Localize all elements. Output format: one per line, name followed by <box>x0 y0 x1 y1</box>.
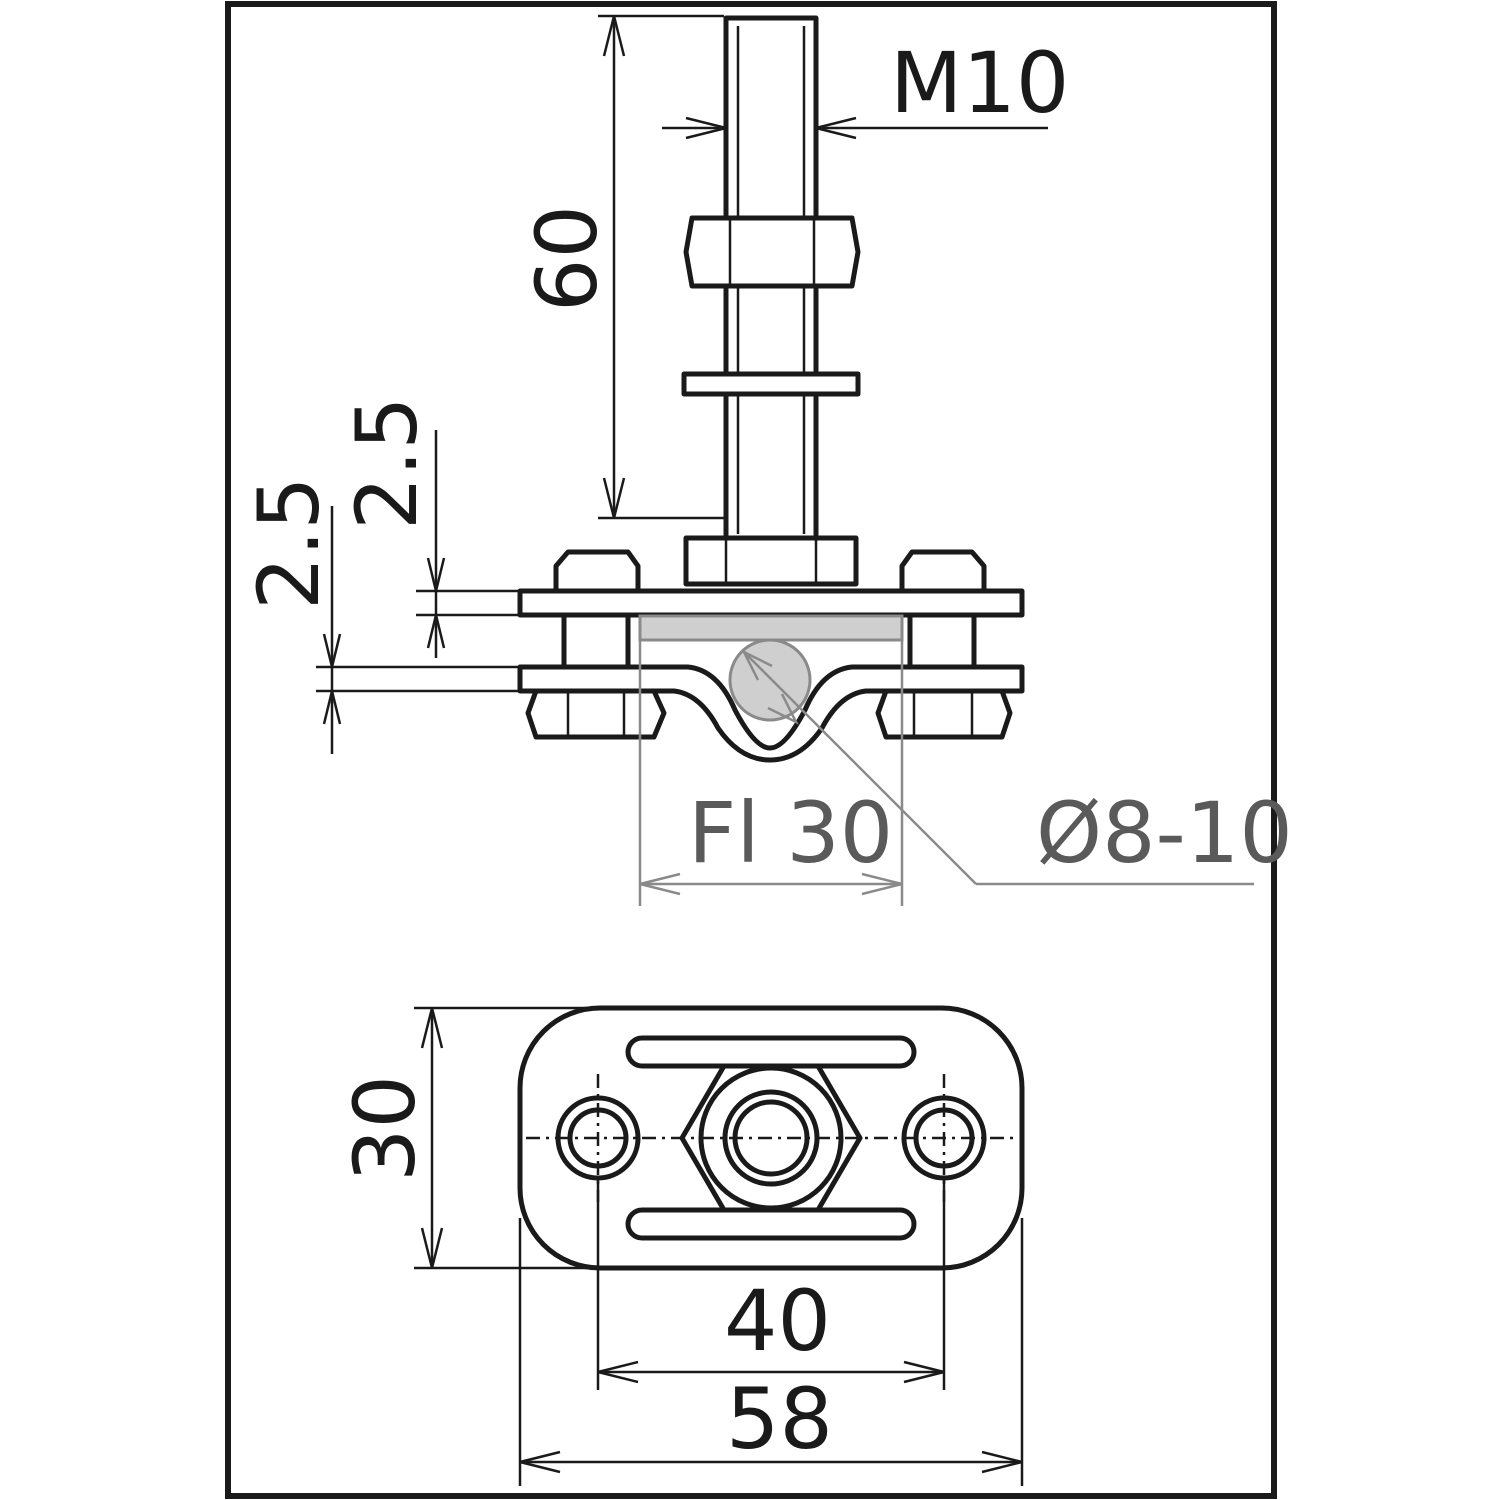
drawing-frame <box>225 1 1277 1499</box>
flat-conductor-label: Fl 30 <box>688 784 893 882</box>
plate-width-label: 58 <box>726 1370 833 1468</box>
screw-head-right <box>899 549 987 594</box>
flat-conductor <box>638 614 904 642</box>
round-conductor <box>728 638 812 722</box>
screw-shaft-right <box>907 612 977 670</box>
bottom-plate-thickness-label: 2.5 <box>240 476 338 610</box>
screw-head-left <box>553 549 641 594</box>
top-plate-thickness-label: 2.5 <box>338 396 436 530</box>
hole-spacing-label: 40 <box>724 1272 831 1370</box>
top-view <box>517 1005 1025 1271</box>
bottom-nut-left <box>525 688 667 740</box>
washer <box>681 371 861 397</box>
base-nut <box>683 535 859 587</box>
side-view <box>517 15 1025 763</box>
top-dimensions: 30 40 58 <box>336 1006 1024 1486</box>
slot-top <box>625 1035 917 1069</box>
screw-shaft-left <box>561 612 631 670</box>
bolt-length-label: 60 <box>518 205 616 312</box>
round-conductor-label: Ø8-10 <box>1036 784 1293 882</box>
hex-nut <box>683 215 861 289</box>
top-clamp-plate <box>517 588 1025 618</box>
bottom-nut-right <box>875 688 1013 740</box>
thread-label: M10 <box>890 34 1069 132</box>
plate-height-label: 30 <box>336 1075 434 1182</box>
side-dimensions: M10 60 2.5 2.5 Fl 30 Ø8-10 <box>240 14 1293 906</box>
slot-bottom <box>625 1207 917 1241</box>
